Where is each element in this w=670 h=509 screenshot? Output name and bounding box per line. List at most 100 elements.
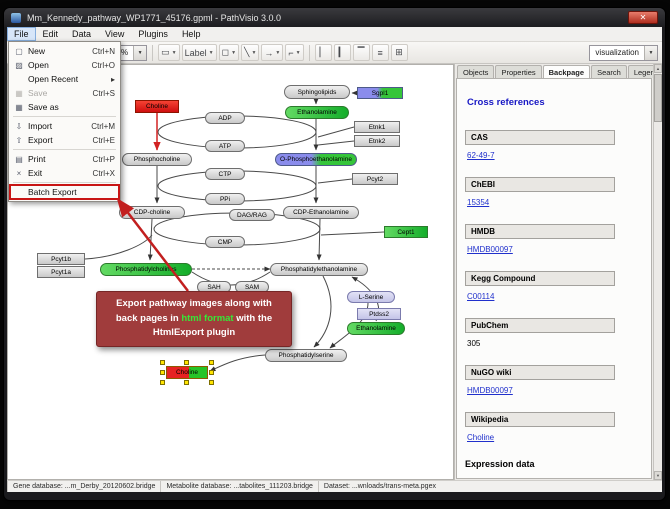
menu-item-shortcut: Ctrl+N [92,46,115,56]
menu-file[interactable]: File [7,27,36,41]
selection-handle[interactable] [160,360,165,365]
chevron-down-icon[interactable]: ▼ [644,45,657,60]
chevron-down-icon[interactable]: ▼ [133,45,147,60]
crossref-link[interactable]: 62-49-7 [467,151,495,160]
crossref-link[interactable]: C00114 [467,292,495,301]
close-button[interactable]: ✕ [628,11,658,24]
selection-handle[interactable] [184,380,189,385]
line-tool[interactable]: ╲▼ [241,44,260,61]
crossref-link[interactable]: HMDB00097 [467,386,513,395]
selection-handle[interactable] [184,360,189,365]
selection-handle[interactable] [209,360,214,365]
file-menu-item-batch-export[interactable]: Batch Export [9,184,120,200]
backpage-section-title: HMDB [465,224,615,239]
node-etnk2[interactable]: Etnk2 [354,135,400,147]
node-adp[interactable]: ADP [205,112,245,124]
node-cmp[interactable]: CMP [205,236,245,248]
arrow-tool[interactable]: →▼ [261,44,284,61]
node-ctp[interactable]: CTP [205,168,245,180]
node-phosphatidylserine[interactable]: Phosphatidylserine [265,349,347,362]
print-icon: ▤ [15,154,23,164]
label-tool-icon: Label [184,47,207,58]
toolbar-separator [152,44,154,61]
stack-button[interactable]: ⊞ [390,44,408,61]
node-cdp-choline[interactable]: CDP-choline [119,206,185,219]
node-cept1[interactable]: Cept1 [384,226,428,238]
geneproduct-tool[interactable]: ▭▼ [158,44,180,61]
selection-handle[interactable] [209,380,214,385]
tab-properties[interactable]: Properties [495,65,542,78]
selection-handle[interactable] [160,380,165,385]
app-icon [11,12,21,23]
file-menu-item-save-as[interactable]: ▦Save as [10,100,119,114]
tab-objects[interactable]: Objects [457,65,495,78]
label-tool[interactable]: Label▼ [181,44,217,61]
node-pcyt2[interactable]: Pcyt2 [352,173,398,185]
node-ethanolamine-bottom[interactable]: Ethanolamine [347,322,405,335]
node-sphingolipids[interactable]: Sphingolipids [284,85,350,99]
node-ptdss2[interactable]: Ptdss2 [357,308,401,320]
statusbar-segment: Metabolite database: ...tabolites_111203… [160,481,317,492]
shape-tool[interactable]: ◻▼ [218,44,240,61]
node-atp[interactable]: ATP [205,140,245,152]
menu-edit[interactable]: Edit [42,29,59,39]
align-top-button[interactable]: ▔ [352,44,370,61]
menu-view[interactable]: View [105,29,125,39]
node-ppi[interactable]: PPi [205,193,245,205]
node-pcyt1a[interactable]: Pcyt1a [37,266,85,278]
scrollbar-vertical[interactable]: ▲ ▼ [653,64,662,480]
node-choline-top[interactable]: Choline [135,100,179,113]
menu-item-label: Import [28,121,53,131]
visualization-select[interactable]: visualization ▼ [589,44,658,61]
title-bar[interactable]: Mm_Kennedy_pathway_WP1771_45176.gpml - P… [4,8,665,27]
node-o-phosphoethanolamine[interactable]: O-Phosphoethanolamine [275,153,357,166]
align-center-button[interactable]: ▎ [333,44,351,61]
new-icon: ▢ [15,46,23,56]
crossref-link[interactable]: Choline [467,433,495,442]
scrollbar-thumb[interactable] [654,74,662,122]
backpage-section-title: ChEBI [465,177,615,192]
crossref-link[interactable]: 15354 [467,198,490,207]
expression-data-heading: Expression data [465,459,535,469]
node-phosphocholine[interactable]: Phosphocholine [122,153,192,166]
menu-data[interactable]: Data [72,29,92,39]
selection-handle[interactable] [160,369,165,375]
tab-backpage[interactable]: Backpage [542,65,591,78]
visualization-value: visualization [595,48,639,57]
align-left-button[interactable]: ▏ [314,44,332,61]
annotation-highlight: html format [181,312,234,324]
node-sgpl1[interactable]: Sgpl1 [357,87,403,99]
connector-tool[interactable]: ⌐▼ [285,44,304,61]
scroll-down-icon[interactable]: ▼ [654,471,662,480]
node-phosphatidylethanolamine[interactable]: Phosphatidylethanolamine [270,263,368,276]
node-l-serine[interactable]: L-Serine [347,291,395,303]
menu-separator [13,149,116,150]
node-pcyt1b[interactable]: Pcyt1b [37,253,85,265]
chevron-down-icon: ▼ [208,49,214,56]
scroll-up-icon[interactable]: ▲ [654,64,662,73]
node-phosphatidylcholines[interactable]: Phosphatidylcholines [100,263,192,276]
node-dag[interactable]: DAG/RAG [229,209,275,221]
distribute-button[interactable]: ≡ [371,44,389,61]
crossref-link[interactable]: HMDB00097 [467,245,513,254]
menu-help[interactable]: Help [181,29,201,39]
tab-search[interactable]: Search [591,65,627,78]
node-etnk1[interactable]: Etnk1 [354,121,400,133]
node-choline-selected[interactable]: Choline [166,366,208,379]
selection-handle[interactable] [209,369,214,375]
node-ethanolamine-top[interactable]: Ethanolamine [285,106,349,119]
chevron-down-icon: ▼ [275,49,281,56]
node-cdp-ethanolamine[interactable]: CDP-Ethanolamine [283,206,359,219]
node-sah[interactable]: SAH [197,281,231,293]
file-menu-item-open-recent[interactable]: Open Recent▸ [10,72,119,86]
menu-plugins[interactable]: Plugins [138,29,168,39]
annotation-text: with the HtmlExport plugin [152,312,273,339]
